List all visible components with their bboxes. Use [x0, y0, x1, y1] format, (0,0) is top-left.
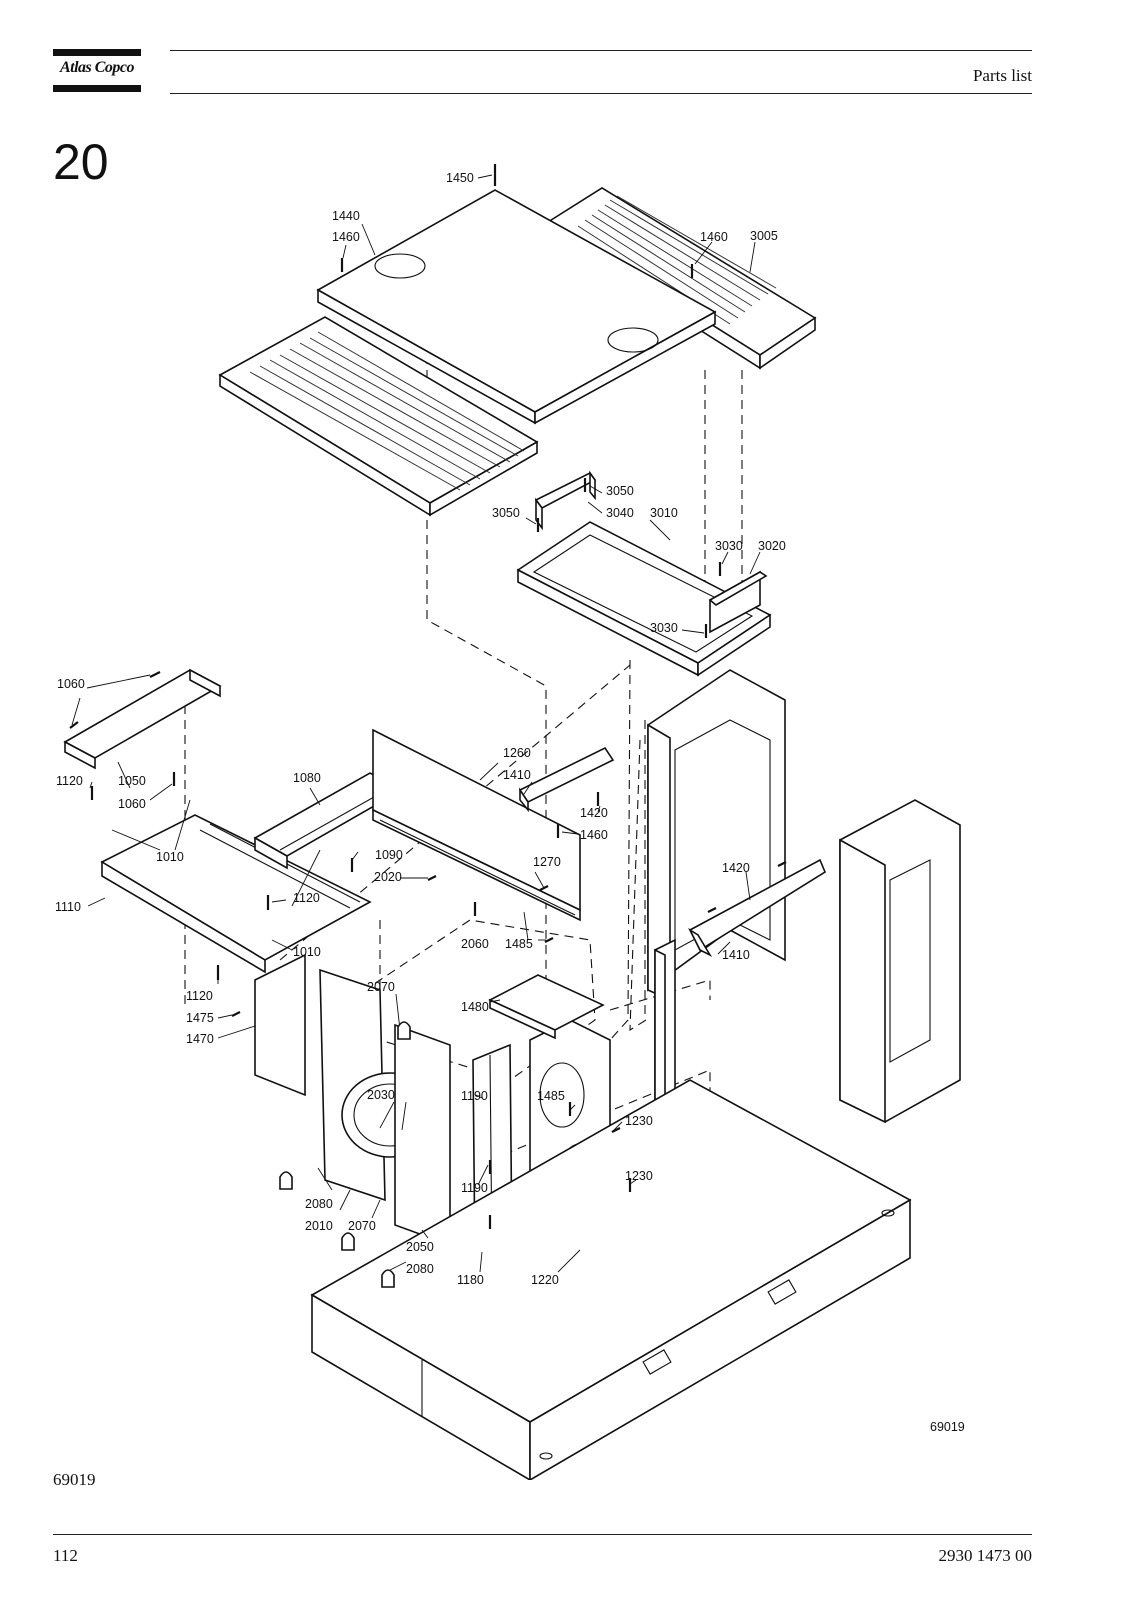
exploded-parts-drawing: 1450 1440 1460 1460 3005 3050 3050 3040 …	[55, 164, 965, 1480]
clip-hardware	[279, 1021, 411, 1288]
callout-1410-right: 1410	[722, 948, 750, 962]
callout-2010: 2010	[305, 1219, 333, 1233]
callout-1485-bottom: 1485	[537, 1089, 565, 1103]
callout-1080: 1080	[293, 771, 321, 785]
callout-2050: 2050	[406, 1240, 434, 1254]
callout-3030-bottom: 3030	[650, 621, 678, 635]
callout-1260: 1260	[503, 746, 531, 760]
floor-panel-1110	[100, 814, 372, 974]
callout-1090: 1090	[375, 848, 403, 862]
callout-1010-left: 1010	[156, 850, 184, 864]
figure-code: 69019	[53, 1470, 96, 1489]
logo-wordmark: Atlas Copco	[59, 59, 135, 76]
callout-1010-center: 1010	[293, 945, 321, 959]
callout-1460-left: 1460	[332, 230, 360, 244]
base-frame	[310, 1079, 912, 1480]
callout-1190-bottom: 1190	[461, 1181, 488, 1195]
callout-1120-center: 1120	[293, 891, 320, 905]
callout-1190-top: 1190	[461, 1089, 488, 1103]
callout-3050-left: 3050	[492, 506, 520, 520]
callout-1440: 1440	[332, 209, 360, 223]
callout-3020: 3020	[758, 539, 786, 553]
callout-1460-right: 1460	[700, 230, 728, 244]
callout-1460-center: 1460	[580, 828, 608, 842]
callout-1270: 1270	[533, 855, 561, 869]
logo-bar-bottom	[53, 85, 141, 92]
callout-labels: 1450 1440 1460 1460 3005 3050 3050 3040 …	[55, 171, 965, 1434]
logo-bar-top	[53, 49, 141, 56]
callout-2070-bottom: 2070	[348, 1219, 376, 1233]
bracket-3020	[708, 570, 768, 634]
page-number: 112	[53, 1546, 78, 1565]
callout-1410-top: 1410	[503, 768, 531, 782]
callout-1450: 1450	[446, 171, 474, 185]
callout-1060-bottom: 1060	[118, 797, 146, 811]
callout-3040: 3040	[606, 506, 634, 520]
callout-1110: 1110	[55, 900, 81, 914]
rail-1410-top	[518, 746, 615, 813]
header-rule-bottom	[170, 93, 1032, 94]
header-rule-top	[170, 50, 1032, 51]
callout-3005: 3005	[750, 229, 778, 243]
callout-1420-top: 1420	[580, 806, 608, 820]
rail-1410-right	[688, 858, 826, 957]
panel-2050	[394, 1023, 451, 1247]
callout-3010: 3010	[650, 506, 678, 520]
callout-2070-top: 2070	[367, 980, 395, 994]
partition-1260	[372, 728, 581, 922]
callout-1230-bottom: 1230	[625, 1169, 653, 1183]
callout-1230-top: 1230	[625, 1114, 653, 1128]
roof-opening-left	[374, 253, 426, 279]
callout-2080-bottom: 2080	[406, 1262, 434, 1276]
callout-1485-top: 1485	[505, 937, 533, 951]
callout-1470: 1470	[186, 1032, 214, 1046]
rail-1050	[63, 668, 222, 770]
roof-panel-1440	[316, 189, 717, 425]
left-louvre-panel	[218, 316, 539, 517]
callout-figure-code: 69019	[930, 1420, 965, 1434]
callout-2080-left: 2080	[305, 1197, 333, 1211]
fasteners	[69, 164, 787, 1229]
section-number: 20	[53, 134, 109, 190]
callout-2020: 2020	[374, 870, 402, 884]
roof-opening-right	[607, 327, 659, 353]
cover-1470	[254, 953, 306, 1097]
callout-3030-top: 3030	[715, 539, 743, 553]
header-title: Parts list	[972, 66, 1032, 85]
bracket-3040	[534, 470, 597, 531]
footer-rule	[53, 1534, 1032, 1535]
callout-1050: 1050	[118, 774, 146, 788]
callout-1060-top: 1060	[57, 677, 85, 691]
callout-1480: 1480	[461, 1000, 489, 1014]
callout-1220: 1220	[531, 1273, 559, 1287]
callout-1420-right: 1420	[722, 861, 750, 875]
brand-logo: Atlas Copco	[53, 49, 141, 93]
side-panel-right	[839, 799, 961, 1124]
callout-1120-left: 1120	[56, 774, 83, 788]
callout-2030: 2030	[367, 1088, 395, 1102]
leader-lines	[71, 174, 761, 1273]
callout-1475: 1475	[186, 1011, 214, 1025]
callout-3050-right: 3050	[606, 484, 634, 498]
document-number: 2930 1473 00	[938, 1546, 1033, 1565]
panel-1480	[488, 974, 605, 1040]
callout-2060: 2060	[461, 937, 489, 951]
callout-1180: 1180	[457, 1273, 484, 1287]
rail-1080	[253, 772, 404, 870]
callout-1120-bottom: 1120	[186, 989, 213, 1003]
